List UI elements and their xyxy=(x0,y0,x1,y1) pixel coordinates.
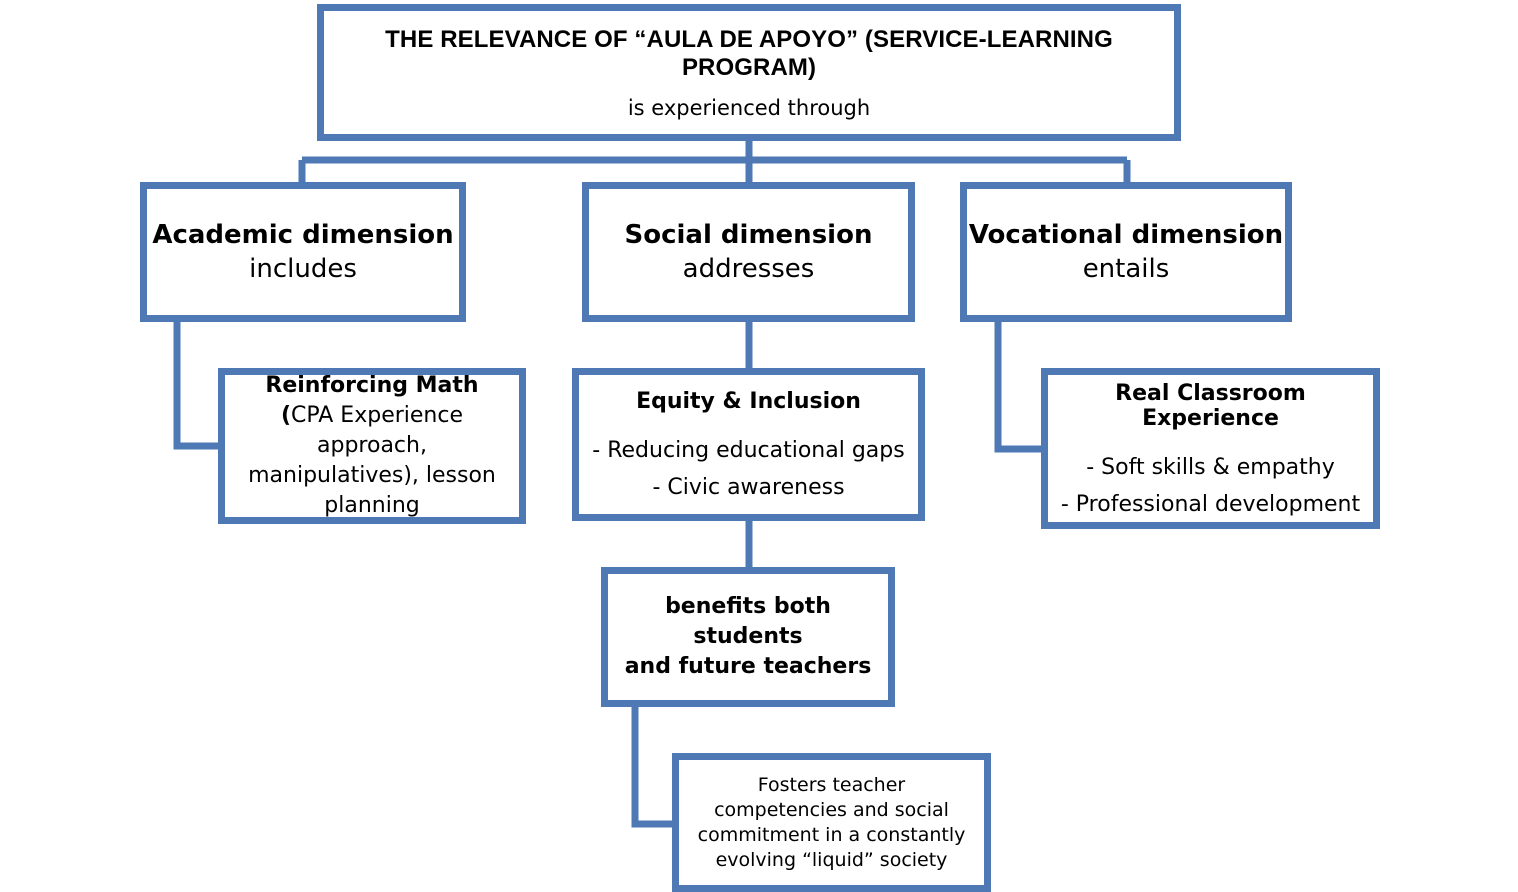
academic-dimension-box: Academic dimension includes xyxy=(140,182,466,322)
vocational-detail-item: - Professional development xyxy=(1060,491,1361,517)
benefits-line-2: and future teachers xyxy=(624,654,872,679)
vocational-dimension-verb: entails xyxy=(1082,254,1170,284)
academic-dimension-verb: includes xyxy=(249,254,357,284)
academic-dimension-name: Academic dimension xyxy=(152,220,454,250)
benefits-to-fosters-line xyxy=(631,707,672,828)
social-detail-heading: Equity & Inclusion xyxy=(636,389,861,414)
vocational-to-detail-line xyxy=(994,322,1041,453)
academic-to-detail-line xyxy=(173,322,218,450)
title-box: THE RELEVANCE OF “AULA DE APOYO” (SERVIC… xyxy=(317,4,1181,141)
vocational-detail-heading: Real Classroom Experience xyxy=(1115,380,1306,431)
social-dimension-verb: addresses xyxy=(682,254,815,284)
academic-detail-box: Reinforcing Math (CPA Experience approac… xyxy=(218,368,526,524)
academic-detail-text: Reinforcing Math (CPA Experience approac… xyxy=(225,371,519,521)
social-detail-box: Equity & Inclusion - Reducing educationa… xyxy=(572,368,925,521)
diagram-subtitle: is experienced through xyxy=(627,95,871,120)
vocational-detail-box: Real Classroom Experience - Soft skills … xyxy=(1041,368,1380,529)
social-detail-item: - Civic awareness xyxy=(652,475,845,500)
benefits-box: benefits both students and future teache… xyxy=(601,567,895,707)
academic-detail-rest: CPA Experience approach, manipulatives),… xyxy=(248,403,496,518)
benefits-line-1: benefits both students xyxy=(665,594,831,649)
social-dimension-box: Social dimension addresses xyxy=(582,182,915,322)
vocational-dimension-name: Vocational dimension xyxy=(968,220,1284,250)
vocational-dimension-box: Vocational dimension entails xyxy=(960,182,1292,322)
social-detail-item: - Reducing educational gaps xyxy=(592,438,905,463)
vocational-detail-item: - Soft skills & empathy xyxy=(1086,454,1335,480)
social-dimension-name: Social dimension xyxy=(624,220,873,250)
fosters-box: Fosters teacher competencies and social … xyxy=(672,753,991,892)
fosters-text: Fosters teacher competencies and social … xyxy=(697,773,966,871)
diagram-title: THE RELEVANCE OF “AULA DE APOYO” (SERVIC… xyxy=(385,25,1113,81)
academic-detail-bold: Reinforcing Math ( xyxy=(265,373,479,428)
